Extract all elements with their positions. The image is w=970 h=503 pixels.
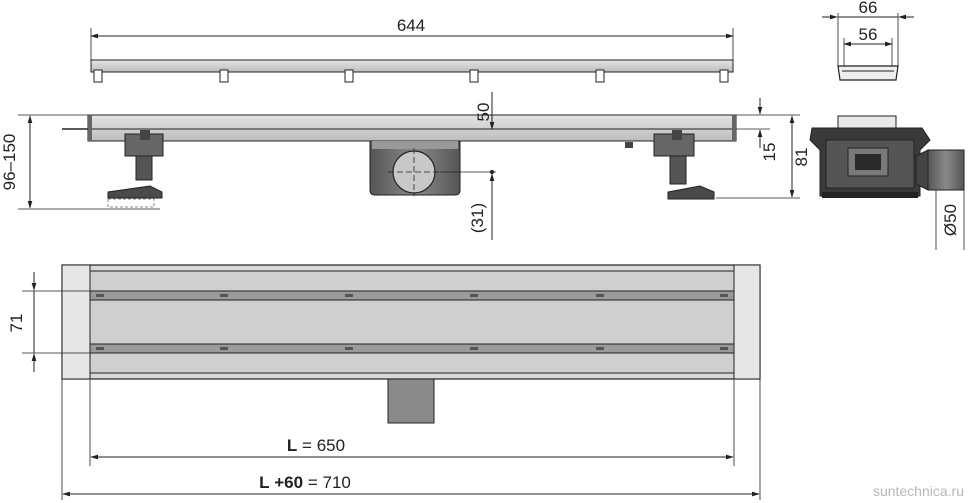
- grate-profile: [90, 59, 734, 73]
- dim-L650-symbol: L: [287, 436, 297, 455]
- cross-section: 66 56 Ø50: [809, 0, 965, 250]
- watermark-text: suntechnica.ru: [872, 483, 964, 499]
- dim-56-label: 56: [859, 25, 878, 44]
- grate-slot-top: [89, 290, 735, 301]
- dim-L650-label: L = 650: [287, 436, 345, 455]
- dim-81-label: 81: [792, 148, 811, 167]
- side-view: 50 (31) 96–150 15 81: [0, 92, 811, 240]
- dim-L710-value: 710: [323, 473, 351, 492]
- dim-L710-symbol: L: [259, 473, 269, 492]
- outlet-pipe: [927, 149, 965, 191]
- dim-L710-equals: =: [308, 473, 318, 492]
- dim-66-label: 66: [859, 0, 878, 17]
- channel-profile: [87, 114, 737, 142]
- dim-50-label: 50: [474, 103, 493, 122]
- dim-L650-equals: =: [302, 436, 312, 455]
- dim-L710-label: L +60 = 710: [259, 473, 351, 492]
- left-adjustable-foot: [107, 130, 164, 208]
- grate-slot-bottom: [89, 343, 735, 354]
- grate-tabs: [93, 69, 729, 83]
- dim-96-150-label: 96–150: [0, 134, 19, 191]
- dim-31-label: (31): [468, 203, 487, 233]
- plan-outlet: [387, 378, 435, 424]
- dim-d50-label: Ø50: [941, 204, 960, 236]
- outlet-body: [369, 140, 496, 196]
- dim-644-label: 644: [397, 16, 425, 35]
- plan-view: 71 L = 650 L +60 = 710: [7, 264, 761, 500]
- dim-15-label: 15: [760, 143, 779, 162]
- top-view: 644: [90, 16, 734, 83]
- dim-71-label: 71: [7, 314, 26, 333]
- dim-L650-value: 650: [317, 436, 345, 455]
- right-adjustable-foot: [653, 130, 715, 200]
- dim-L710-addition: +60: [274, 473, 303, 492]
